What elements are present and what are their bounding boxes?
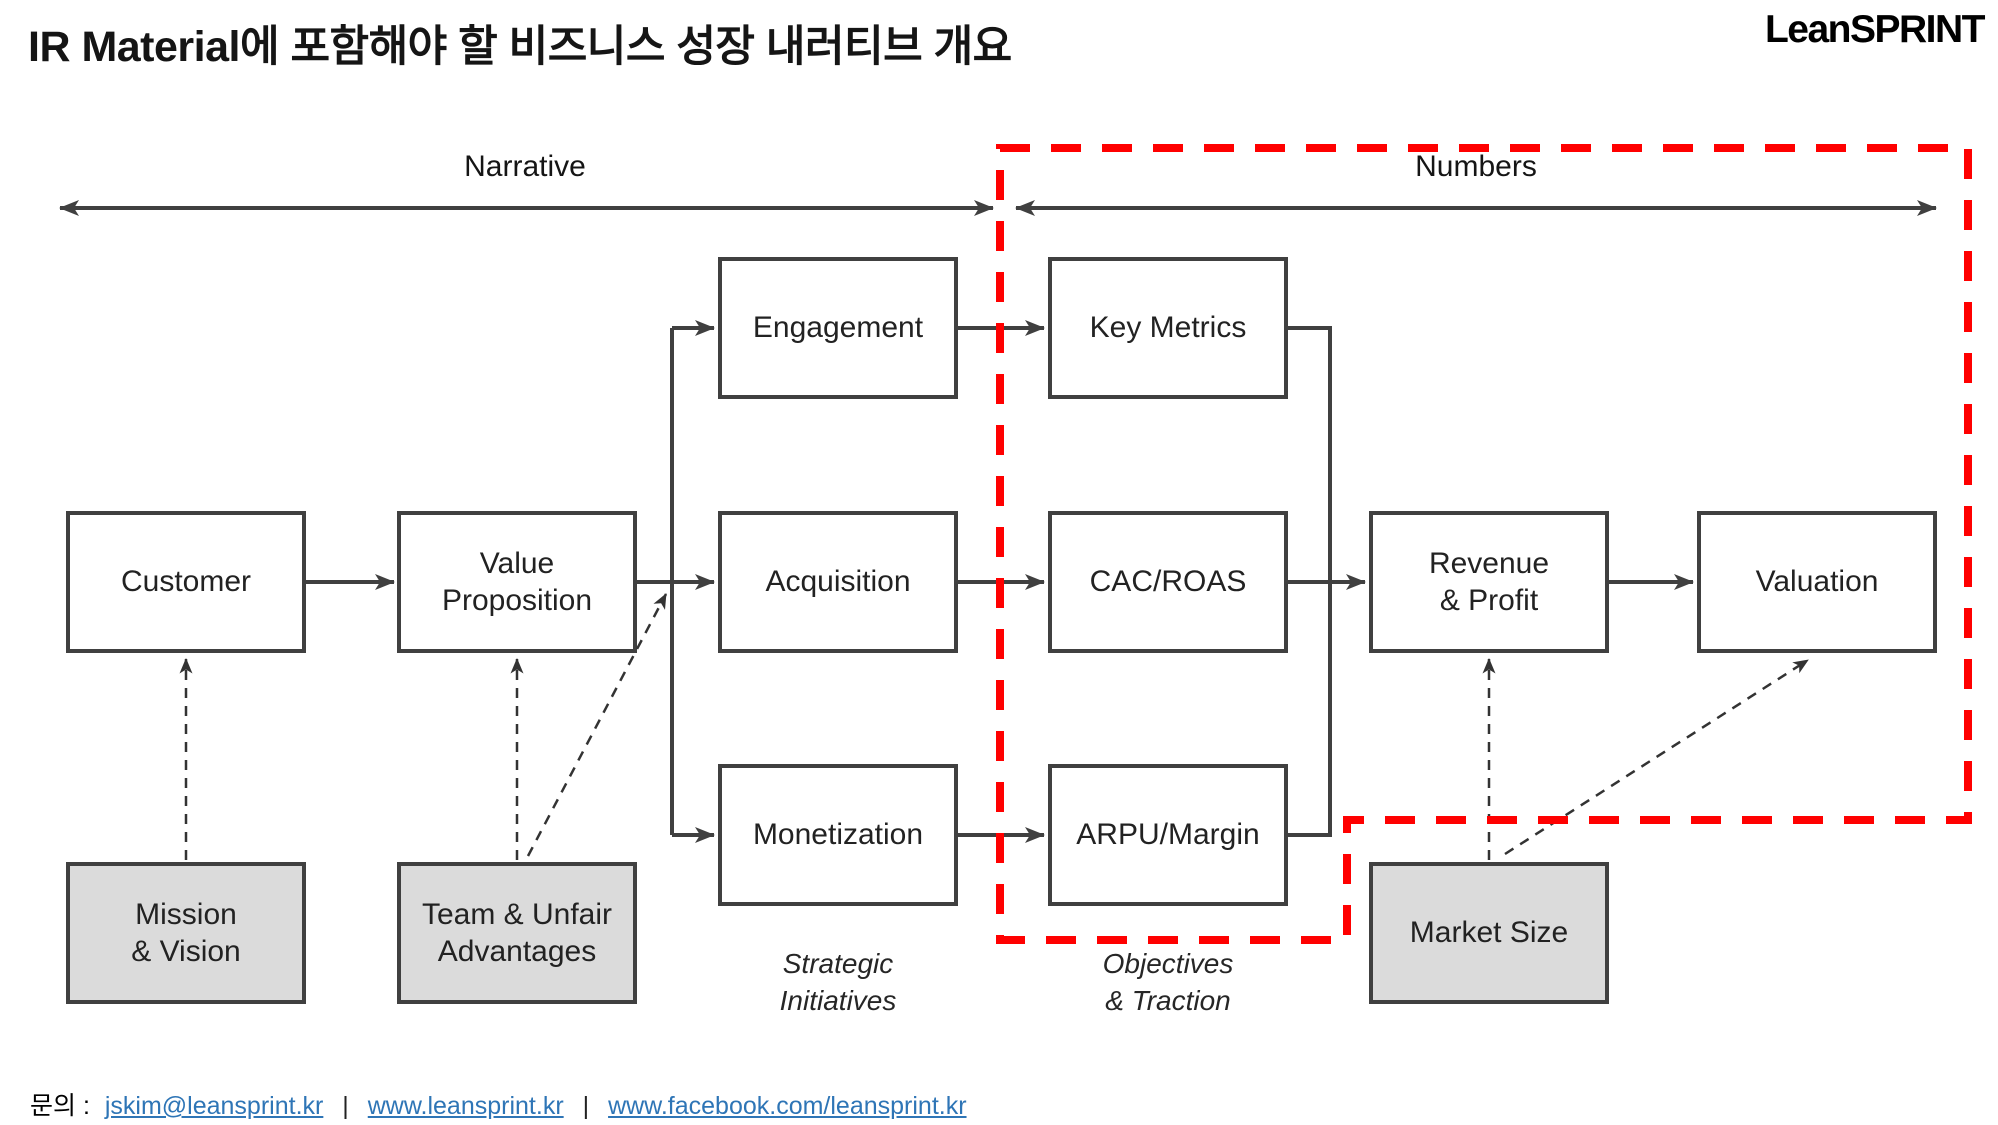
contact-facebook-link[interactable]: www.facebook.com/leansprint.kr xyxy=(608,1092,967,1120)
contact-prefix: 문의 : xyxy=(30,1092,90,1120)
annotation-objectives-traction: Objectives & Traction xyxy=(1102,948,1234,1016)
node-value-proposition: Value Proposition xyxy=(397,511,637,653)
node-market-size: Market Size xyxy=(1369,862,1609,1004)
contact-line: 문의 : jskim@leansprint.kr | www.leansprin… xyxy=(30,1086,967,1122)
narrative-section-label: Narrative xyxy=(464,150,586,183)
node-key-metrics: Key Metrics xyxy=(1048,257,1288,399)
node-customer: Customer xyxy=(66,511,306,653)
node-revenue-profit: Revenue & Profit xyxy=(1369,511,1609,653)
node-team-unfair: Team & Unfair Advantages xyxy=(397,862,637,1004)
node-arpu-margin: ARPU/Margin xyxy=(1048,764,1288,906)
connector-market-size-to-valuation xyxy=(1504,658,1809,856)
contact-email-link[interactable]: jskim@leansprint.kr xyxy=(104,1092,324,1120)
numbers-section-label: Numbers xyxy=(1415,150,1537,183)
annotation-strategic-initiatives: Strategic Initiatives xyxy=(779,948,897,1016)
connector-arpu-margin-merge xyxy=(1288,582,1332,837)
leansprint-logo: LeanSPRINT xyxy=(1764,8,1986,51)
node-engagement: Engagement xyxy=(718,257,958,399)
node-acquisition: Acquisition xyxy=(718,511,958,653)
page-title: IR Material에 포함해야 할 비즈니스 성장 내러티브 개요 xyxy=(28,23,1012,71)
contact-website-link[interactable]: www.leansprint.kr xyxy=(367,1092,564,1120)
node-cac-roas: CAC/ROAS xyxy=(1048,511,1288,653)
separator: | xyxy=(582,1092,590,1120)
connector-key-metrics-merge xyxy=(1288,326,1332,582)
node-monetization: Monetization xyxy=(718,764,958,906)
node-mission-vision: Mission & Vision xyxy=(66,862,306,1004)
node-valuation: Valuation xyxy=(1697,511,1937,653)
separator: | xyxy=(342,1092,349,1120)
